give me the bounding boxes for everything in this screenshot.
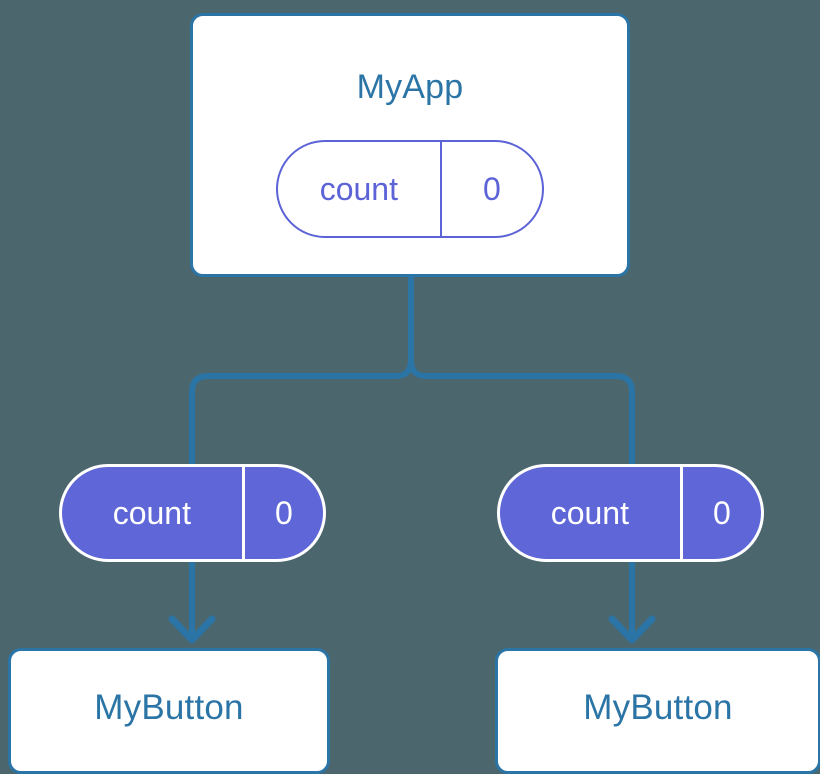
branch-to-right-line: [408, 348, 635, 468]
arrow-right-state-to-leaf-glyph: [608, 562, 656, 644]
arrow-left-state-to-leaf-glyph: [168, 562, 216, 644]
state-node-right-value: 0: [712, 495, 731, 531]
leaf-component-left-mybutton[interactable]: MyButton: [8, 648, 330, 774]
state-node-left[interactable]: count 0: [59, 464, 326, 562]
state-node-left-value: 0: [274, 495, 293, 531]
root-state-pill-count[interactable]: count 0: [276, 140, 544, 238]
state-node-left-key: count: [62, 467, 245, 559]
root-component-myapp[interactable]: MyApp count 0: [190, 13, 630, 277]
branch-to-left-line: [189, 348, 414, 468]
root-component-title: MyApp: [356, 68, 464, 106]
state-node-right-key: count: [500, 467, 683, 559]
leaf-component-right-title: MyButton: [583, 688, 733, 727]
root-state-key: count: [278, 142, 442, 236]
state-node-right[interactable]: count 0: [497, 464, 764, 562]
leaf-component-right-mybutton[interactable]: MyButton: [495, 648, 820, 774]
leaf-component-left-title: MyButton: [94, 688, 244, 727]
root-state-value: 0: [482, 171, 501, 207]
